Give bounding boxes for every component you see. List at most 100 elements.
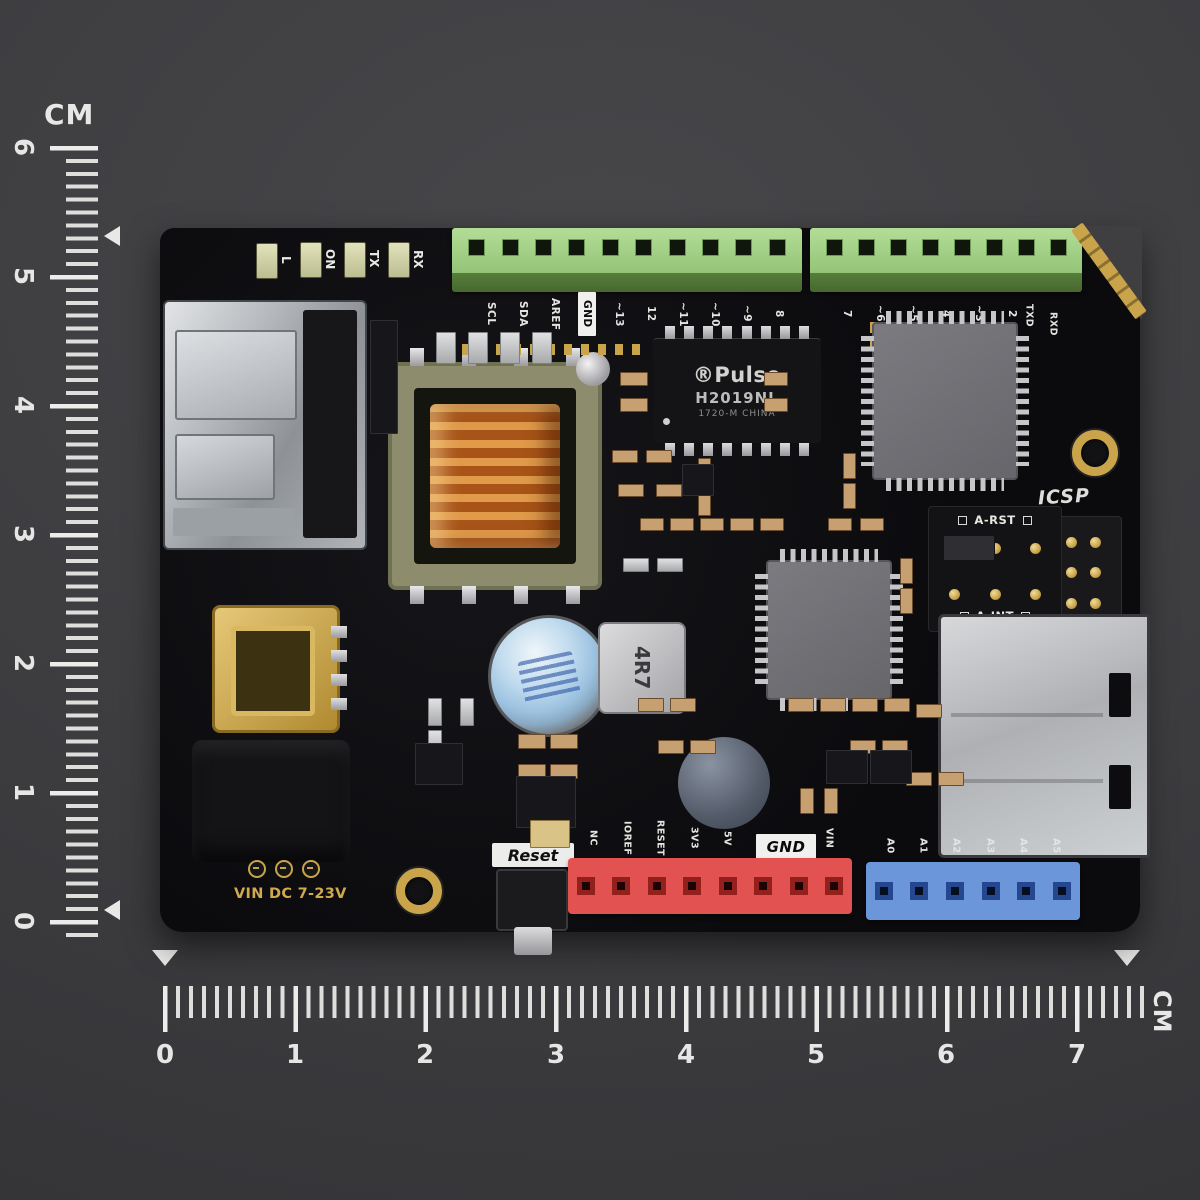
pin-dot	[949, 589, 960, 600]
jumper-pins	[949, 589, 1041, 600]
mounting-hole	[1072, 430, 1118, 476]
power-label-5v: 5V	[718, 820, 736, 856]
left-ruler-unit: CM	[44, 98, 95, 131]
blue-socket	[946, 882, 965, 900]
ruler-marker-board-left	[152, 950, 178, 966]
chip-leads	[665, 326, 809, 339]
pin-label-sda: SDA	[514, 294, 532, 334]
bottom-ruler-number: 7	[1067, 1040, 1087, 1070]
analog-label-text: A2	[950, 838, 962, 854]
passive-component	[656, 484, 682, 497]
pl-lead	[703, 326, 714, 339]
pin-label-scl: SCL	[482, 294, 500, 334]
pin-dot	[989, 543, 1001, 554]
tf-leg	[410, 348, 424, 366]
chip-leads	[755, 574, 768, 686]
pin-dot	[1065, 536, 1077, 548]
pl-lead	[741, 443, 752, 456]
jumper-label-arst: A-RST	[929, 513, 1061, 527]
passive-component	[828, 518, 852, 531]
pin-label-text: SCL	[485, 302, 497, 326]
usb-leg	[331, 698, 347, 710]
power-header-red	[568, 858, 852, 914]
pin-label-7: 7	[838, 296, 856, 332]
passive-component	[860, 518, 884, 531]
passive-component	[826, 750, 868, 784]
pl-lead	[760, 326, 771, 339]
tb-hole	[921, 239, 939, 256]
vin-sym	[248, 860, 266, 878]
analog-label-a4: A4	[1014, 832, 1032, 860]
bottom-ruler-unit: CM	[1148, 990, 1176, 1034]
terminal-block-right	[810, 228, 1082, 292]
red-socket	[683, 877, 702, 895]
usb-leg	[331, 674, 347, 686]
inductor-value-text: 4R7	[630, 646, 654, 690]
passive-component	[468, 332, 488, 364]
pin-dot	[1089, 536, 1101, 548]
led-on-label: ON	[322, 241, 338, 277]
passive-component	[500, 332, 520, 364]
passive-component	[884, 698, 910, 712]
bottom-ruler-number: 3	[546, 1040, 566, 1070]
tb-hole	[985, 239, 1003, 256]
pl-lead	[665, 443, 675, 456]
pin-label-text: ~13	[613, 301, 625, 327]
pin-label-aref: AREF	[546, 294, 564, 334]
left-ruler-number: 6	[8, 137, 38, 157]
passive-component	[900, 588, 913, 614]
pin-label-10: ~10	[706, 294, 724, 334]
poe-transformer	[388, 348, 610, 604]
power-label-text: NC	[587, 830, 599, 846]
blue-socket	[1053, 882, 1072, 900]
jumper-label-text: A-RST	[974, 513, 1016, 527]
terminal-block-left	[452, 228, 802, 292]
tf-leg	[462, 586, 476, 604]
passive-component	[657, 558, 683, 572]
pin-label-6: ~6	[871, 296, 889, 332]
chip-leads	[886, 478, 1004, 491]
electrolytic-capacitor	[488, 615, 610, 737]
bottom-ruler-number: 6	[936, 1040, 956, 1070]
usb-leg	[331, 626, 347, 638]
left-ruler-number: 3	[8, 524, 38, 544]
pin-dot	[1030, 589, 1041, 600]
passive-component	[788, 698, 814, 712]
pin-label-2: 2	[1003, 296, 1021, 332]
polarity-symbols	[248, 860, 328, 878]
pin-label-gnd: GND	[578, 292, 596, 336]
tb-hole	[568, 239, 586, 256]
passive-component	[764, 398, 788, 412]
blue-socket	[910, 882, 929, 900]
ethernet-jack-cavity	[303, 310, 357, 538]
passive-component	[638, 698, 664, 712]
dc-power-jack	[192, 740, 350, 862]
led-tx-label: TX	[366, 241, 382, 277]
ruler-marker-board-bottom	[104, 900, 120, 920]
pin-label-text: SDA	[517, 301, 529, 327]
ethernet-jack-base	[173, 508, 295, 536]
led-label-text: ON	[323, 248, 337, 270]
jumper-block: A-RST A-INT	[928, 506, 1062, 632]
red-socket	[789, 877, 808, 895]
solder-blob	[576, 352, 610, 386]
reset-label: Reset	[492, 843, 574, 867]
power-label-vin: VIN	[820, 820, 838, 856]
passive-component	[690, 740, 716, 754]
left-ruler-number: 0	[8, 911, 38, 931]
usb-leg	[331, 650, 347, 662]
red-socket	[612, 877, 631, 895]
power-label-text: IOREF	[621, 820, 633, 856]
pin-label-text: 2	[1006, 310, 1018, 318]
tb-hole	[857, 239, 875, 256]
passive-component	[460, 698, 474, 726]
passive-component	[900, 558, 913, 584]
pl-lead	[703, 443, 714, 456]
power-label-ioref: IOREF	[618, 820, 636, 856]
pl-lead	[798, 443, 809, 456]
passive-component	[550, 734, 578, 749]
passive-component	[870, 750, 912, 784]
pin-label-11: ~11	[674, 294, 692, 334]
power-label-text: RESET	[654, 819, 666, 857]
power-label-text: 5V	[721, 830, 733, 846]
